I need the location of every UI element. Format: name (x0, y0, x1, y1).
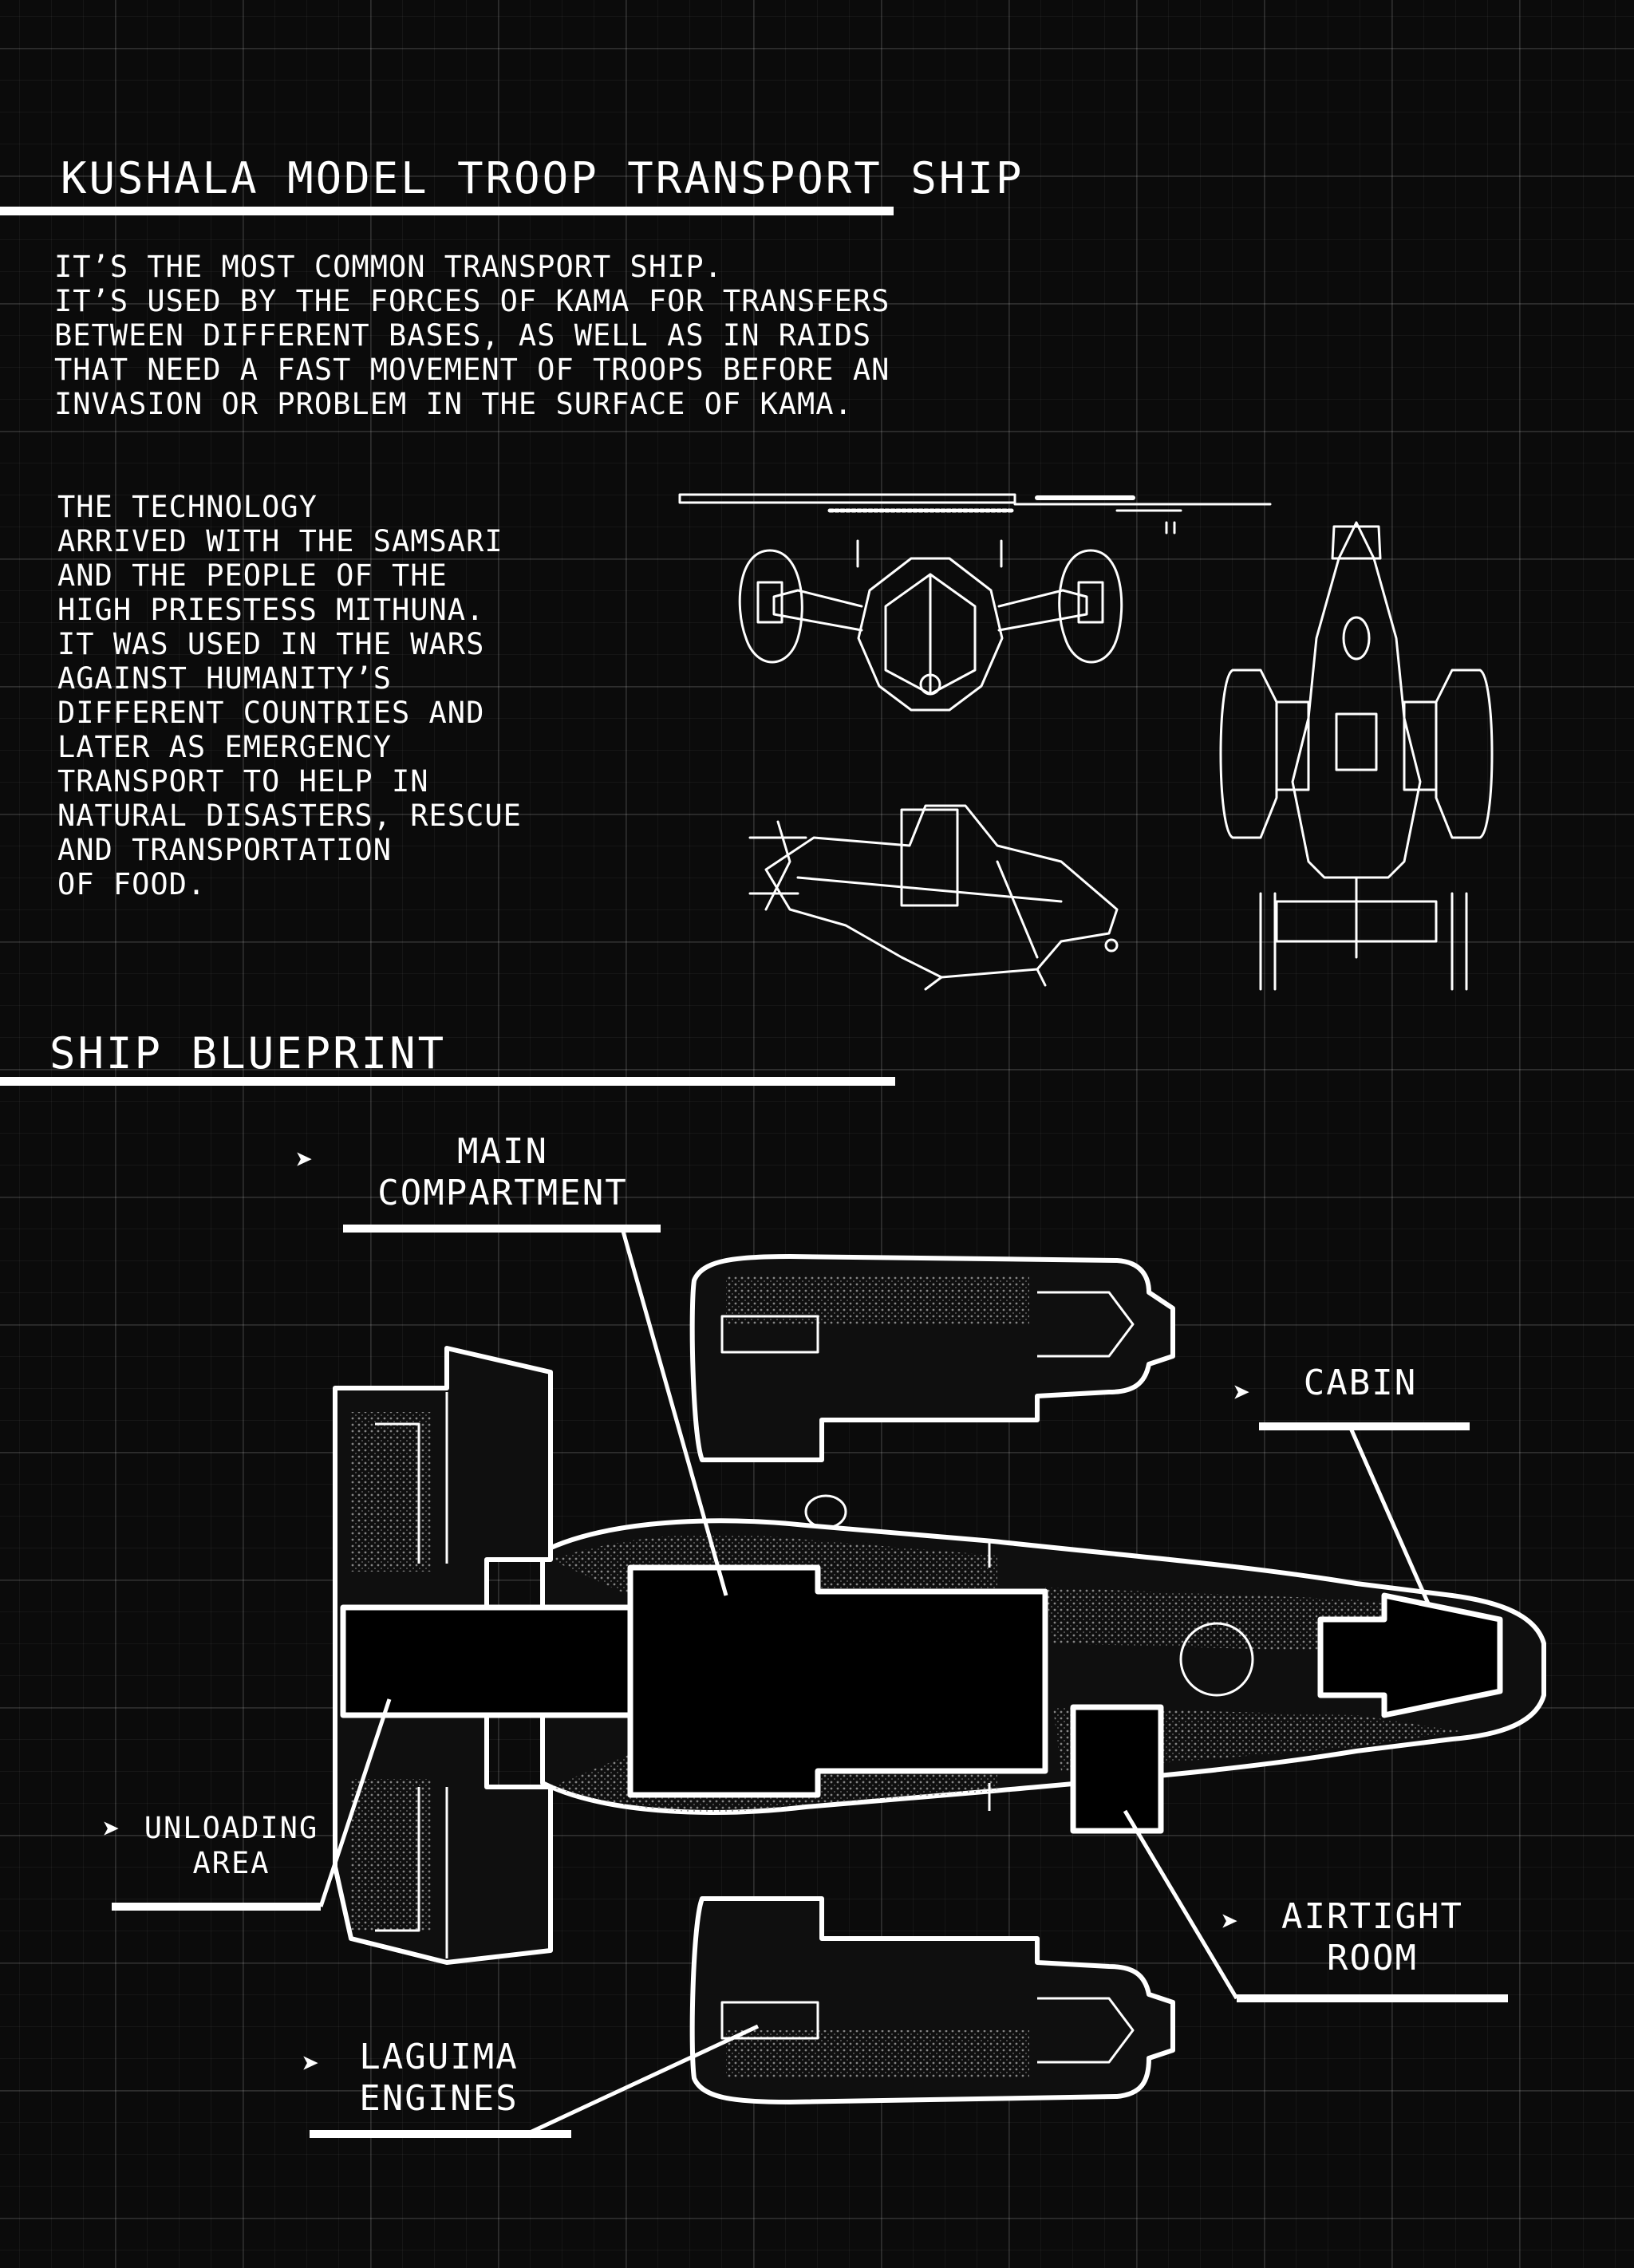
side-view (748, 804, 1119, 991)
arrow-icon: ➤ (302, 2046, 320, 2081)
blueprint-underline (0, 1077, 895, 1086)
history-paragraph: THE TECHNOLOGY ARRIVED WITH THE SAMSARI … (57, 490, 522, 901)
arrow-icon: ➤ (1221, 1904, 1239, 1939)
main-compartment-room (627, 1564, 1048, 1798)
label-cabin: CABIN (1303, 1363, 1418, 1403)
intro-paragraph: IT’S THE MOST COMMON TRANSPORT SHIP. IT’… (54, 250, 890, 421)
blueprint-heading: SHIP BLUEPRINT (49, 1028, 447, 1079)
ship-views-illustration (678, 493, 1494, 991)
scale-ruler (678, 493, 1272, 534)
label-main-compartment: MAIN COMPARTMENT (377, 1131, 628, 1213)
front-view (738, 539, 1123, 712)
arrow-icon: ➤ (1233, 1375, 1251, 1410)
callout-lines (112, 1225, 1508, 2138)
airtight-room-room (1070, 1704, 1164, 1834)
label-unloading-area: UNLOADING AREA (144, 1811, 319, 1880)
unloading-area-room (340, 1604, 633, 1718)
cabin-room (1317, 1592, 1503, 1718)
label-airtight-room: AIRTIGHT ROOM (1281, 1896, 1463, 1978)
label-laguima-engines: LAGUIMA ENGINES (359, 2037, 519, 2119)
top-view (1219, 521, 1494, 991)
title-underline (0, 207, 894, 215)
interior-rooms (340, 1564, 1503, 1834)
arrow-icon: ➤ (295, 1142, 314, 1177)
arrow-icon: ➤ (102, 1812, 120, 1847)
page-title: KUSHALA MODEL TROOP TRANSPORT SHIP (61, 153, 1024, 203)
